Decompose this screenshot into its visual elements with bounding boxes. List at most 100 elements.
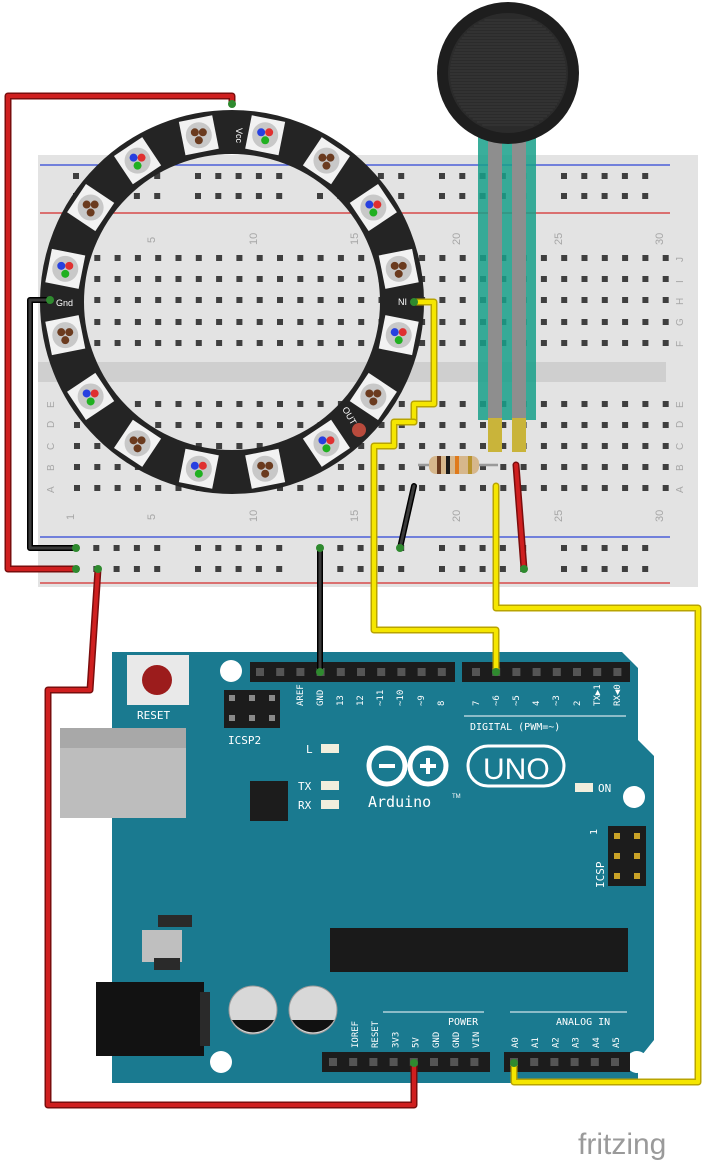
digital-pin-label: GND [316, 690, 326, 706]
analog-pin-label: A0 [511, 1037, 521, 1048]
breadboard-hole [662, 485, 669, 491]
breadboard-hole [622, 485, 629, 491]
header-pin [430, 1058, 438, 1066]
neopixel-led [178, 448, 219, 489]
breadboard-hole [500, 443, 507, 449]
row-letter: C [46, 443, 57, 450]
sensor-pin-right [512, 418, 526, 452]
breadboard-hole [601, 255, 608, 261]
rail-hole [561, 566, 567, 572]
rail-hole [621, 545, 628, 551]
breadboard-hole [581, 401, 588, 407]
breadboard-hole [581, 319, 588, 325]
breadboard-hole [337, 485, 344, 491]
breadboard-hole [642, 340, 649, 346]
breadboard-hole [601, 276, 608, 282]
rail-hole [581, 566, 588, 572]
rail-hole [601, 545, 608, 551]
col-number: 1 [65, 514, 77, 520]
breadboard-hole [134, 297, 141, 303]
usb-port-top [60, 728, 186, 748]
reset-button[interactable] [142, 665, 172, 695]
breadboard-hole [317, 276, 324, 282]
rail-hole [459, 566, 466, 572]
header-pin [590, 1058, 599, 1066]
breadboard-hole [337, 276, 344, 282]
rail-hole [621, 566, 628, 572]
breadboard-hole [134, 401, 141, 407]
breadboard-hole [480, 422, 486, 428]
digital-pin-label: ~3 [552, 695, 562, 706]
breadboard-hole [74, 443, 80, 449]
breadboard-hole [459, 422, 466, 428]
neopixel-ring: Vcc Gnd NI OUT [40, 110, 424, 494]
led-tx-label: TX [298, 780, 312, 793]
breadboard-hole [622, 340, 629, 346]
row-letter: D [675, 421, 686, 428]
breadboard-hole [195, 319, 202, 325]
rail-hole [195, 566, 201, 572]
wire-endpoints [46, 100, 528, 1067]
row-letter: D [46, 421, 57, 428]
breadboard-hole [601, 464, 608, 470]
breadboard-hole [155, 401, 162, 407]
breadboard-hole [297, 297, 304, 303]
breadboard-hole [277, 485, 283, 491]
header-pin [229, 715, 235, 721]
breadboard-hole [236, 340, 243, 346]
neopixel-led [302, 137, 351, 185]
breadboard-hole [195, 401, 202, 407]
header-pin [229, 695, 235, 701]
ring-pin-din-label: NI [398, 297, 407, 307]
breadboard-hole [581, 276, 588, 282]
breadboard-hole [642, 485, 649, 491]
breadboard-hole [195, 297, 202, 303]
breadboard-hole [236, 319, 243, 325]
breadboard-hole [500, 485, 507, 491]
neopixel-led [378, 315, 419, 356]
breadboard-hole [155, 340, 162, 346]
breadboard-hole [662, 255, 669, 261]
breadboard-hole [337, 297, 344, 303]
breadboard-hole [540, 422, 547, 428]
row-letter: J [675, 257, 686, 262]
breadboard-hole [561, 276, 568, 282]
breadboard-hole [256, 401, 263, 407]
breadboard-hole [561, 422, 568, 428]
header-pin [276, 668, 285, 676]
breadboard-hole [459, 276, 466, 282]
breadboard-hole [358, 443, 365, 449]
header-pin [614, 873, 620, 879]
wires [4, 92, 702, 1109]
power-pin-label: RESET [371, 1020, 381, 1048]
digital-pin-label: ~6 [492, 695, 502, 706]
rail-hole [337, 566, 344, 572]
breadboard-hole [114, 276, 121, 282]
breadboard-hole [622, 401, 629, 407]
header-pin [437, 668, 446, 676]
rail-hole [93, 545, 100, 551]
breadboard-hole [216, 340, 223, 346]
rail-hole [133, 193, 140, 199]
breadboard-hole [480, 485, 486, 491]
breadboard-hole [398, 443, 405, 449]
rail-hole [255, 566, 262, 572]
header-pin [357, 668, 365, 676]
rail-hole [601, 173, 608, 179]
rail-hole [439, 545, 445, 551]
breadboard-hole [459, 340, 466, 346]
sensor-pad-texture [450, 19, 566, 126]
col-number: 5 [146, 237, 158, 243]
column-numbers-bottom: 1 5 10 15 20 25 30 [65, 510, 666, 522]
breadboard-hole [317, 340, 324, 346]
breadboard-hole [622, 422, 629, 428]
neopixel-led [245, 115, 286, 156]
power-jack-lip [200, 992, 210, 1046]
sensor-pin-left [488, 418, 502, 452]
row-letter: A [675, 486, 686, 493]
fritzing-watermark: fritzing [578, 1128, 666, 1161]
breadboard-hole [561, 255, 568, 261]
breadboard-hole [134, 485, 141, 491]
